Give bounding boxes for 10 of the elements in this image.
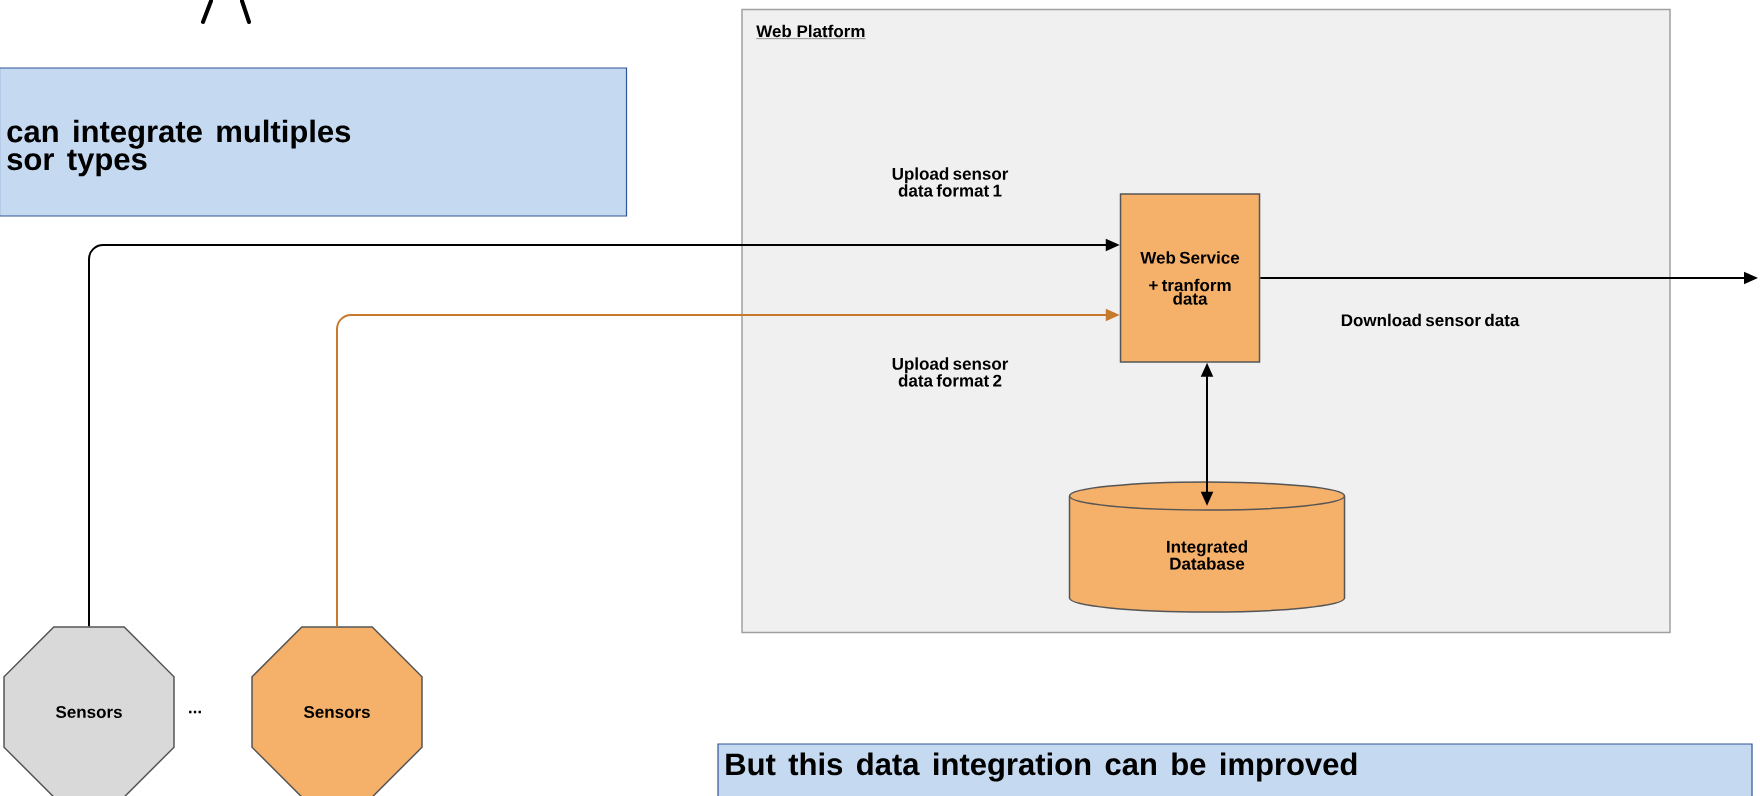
edge-label: Upload sensor data format 1 <box>892 167 1009 197</box>
sensor-octagon: Sensors <box>251 626 423 796</box>
callout-box: But this data integration can be improved <box>717 743 1753 796</box>
database-cylinder: Integrated Database <box>1068 481 1346 613</box>
edge-label: Download sensor data <box>1341 313 1520 327</box>
service-box: Web Service + tranform data <box>1119 193 1261 363</box>
sensor-octagon: Sensors <box>3 626 175 796</box>
frame-heading: Web Platform <box>756 24 866 39</box>
edge-label: Upload sensor data format 2 <box>892 357 1009 387</box>
callout-box: can integrate multiples sor types <box>0 67 628 217</box>
